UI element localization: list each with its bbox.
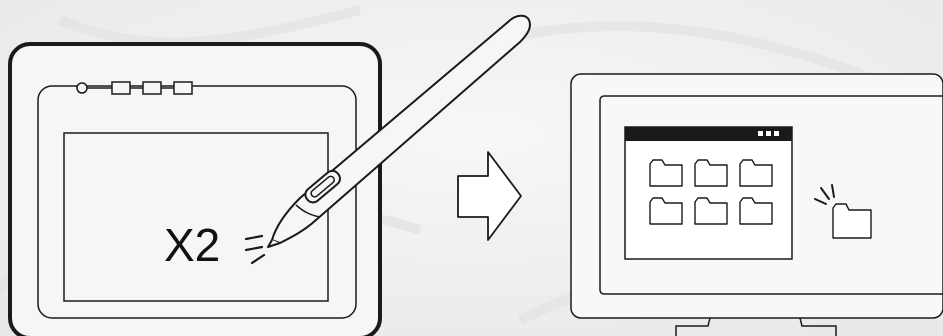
express-key-ring <box>77 83 87 93</box>
double-tap-label: X2 <box>164 222 220 268</box>
express-key-3 <box>174 82 192 94</box>
window-controls <box>758 131 779 136</box>
file-window <box>625 127 792 259</box>
express-key-2 <box>143 82 161 94</box>
express-key-1 <box>112 82 130 94</box>
window-frame <box>625 127 792 259</box>
